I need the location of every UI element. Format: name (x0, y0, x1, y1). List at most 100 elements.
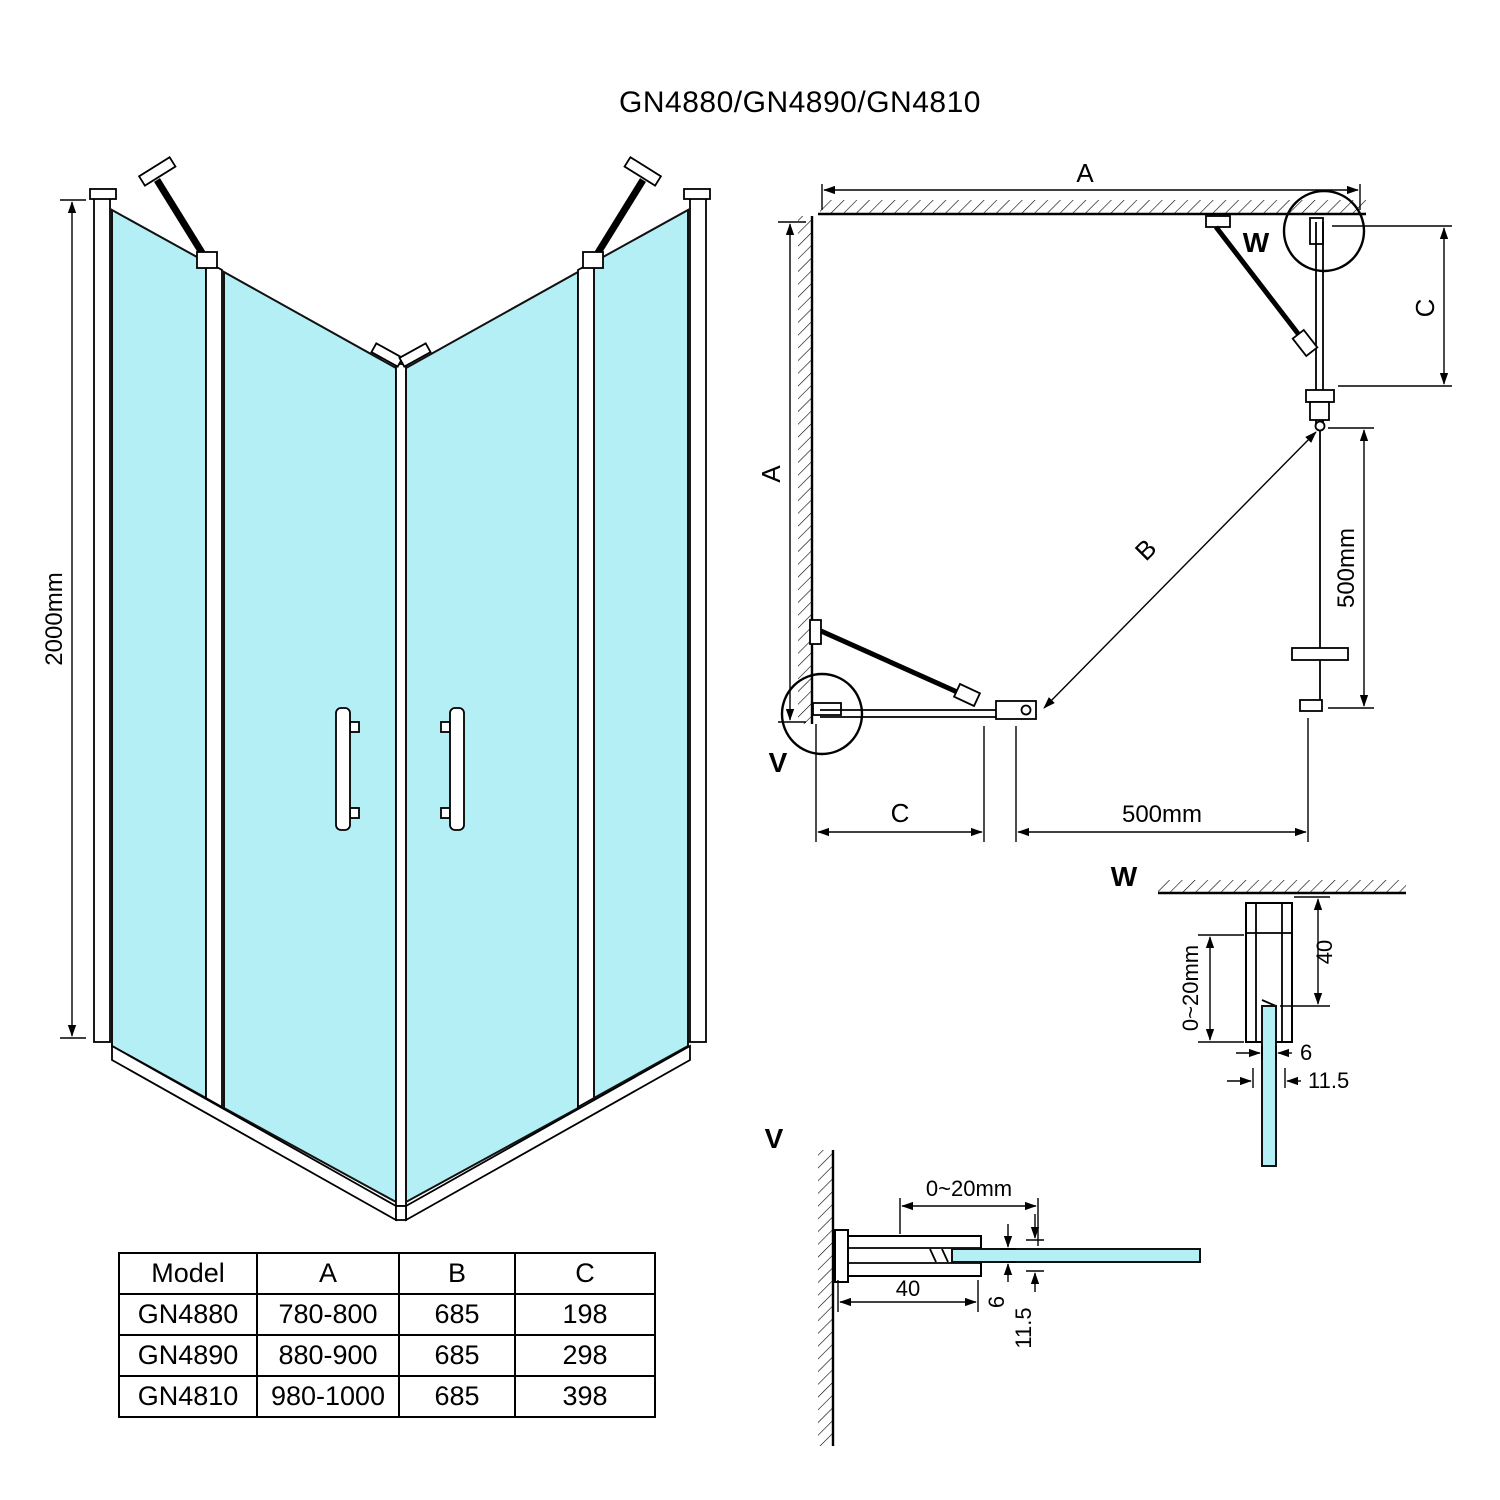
dim-height-2000: 2000mm (41, 199, 86, 1039)
right-door-handle (440, 707, 465, 831)
wall-bracket (812, 702, 842, 716)
dim-b-label: B (1129, 533, 1162, 566)
detail-w-title: W (1111, 861, 1138, 892)
detail-w-dim-adjust: 0~20mm (1178, 934, 1244, 1043)
dim-40-label: 40 (896, 1276, 920, 1301)
bar-wall-plate (1205, 215, 1231, 228)
plan-right-support-bar (1205, 215, 1319, 358)
table-cell-model: GN4890 (118, 1334, 258, 1377)
detail-w-wall-hatch (1158, 880, 1406, 893)
left-door-glass-panel (223, 270, 397, 1204)
screw-thread (929, 1248, 937, 1263)
dim-adjust-label: 0~20mm (926, 1176, 1012, 1201)
dim-11-5-label: 11.5 (1011, 1307, 1036, 1348)
bar (1214, 225, 1308, 346)
corner-profile (395, 363, 407, 1207)
top-wall-hatch (820, 200, 1366, 214)
detail-w-dim-40: 40 (1280, 896, 1337, 1007)
table-row: GN4890 880-900 685 298 (118, 1334, 656, 1377)
table-cell-a: 780-800 (256, 1293, 400, 1336)
bar-clamp (1291, 328, 1319, 358)
dim-adjust-label: 0~20mm (1178, 945, 1203, 1031)
right-wall-profile (689, 195, 707, 1043)
plan-right-bottom-bracket (1299, 699, 1323, 712)
detail-v-ref-label: V (769, 747, 788, 778)
right-support-brace (582, 155, 663, 269)
detail-w: W 0~20mm 40 (1111, 861, 1406, 1167)
page-title: GN4880/GN4890/GN4810 (619, 86, 981, 119)
right-hinge-profile (577, 259, 595, 1109)
right-fixed-glass-panel (593, 208, 689, 1100)
dim-a-left: A (756, 221, 806, 723)
brace-clamp (196, 251, 218, 269)
table-row: GN4880 780-800 685 198 (118, 1293, 656, 1336)
right-top-pivot-bracket (398, 342, 432, 368)
table-cell-b: 685 (398, 1334, 516, 1377)
dim-a-top: A (821, 158, 1361, 210)
table-cell-model: GN4810 (118, 1375, 258, 1418)
dim-c-bottom-label: C (891, 798, 910, 828)
table-cell-a: 980-1000 (256, 1375, 400, 1418)
detail-v-dim-11-5: 11.5 (1011, 1214, 1044, 1349)
table-cell-model: GN4880 (118, 1293, 258, 1336)
left-support-brace (137, 155, 218, 269)
left-wall-hatch (798, 216, 812, 724)
right-door-glass-panel (405, 270, 579, 1204)
brace-wall-plate (623, 155, 663, 187)
detail-w-dim-6: 6 (1236, 1040, 1312, 1065)
handle-stub (440, 807, 451, 819)
brace-wall-plate (137, 155, 177, 187)
dim-6-label: 6 (984, 1296, 1009, 1308)
left-fixed-glass-panel (111, 208, 207, 1100)
dim-11-5-label: 11.5 (1308, 1068, 1349, 1093)
pivot-axis (1314, 420, 1326, 432)
pivot-block (1309, 401, 1330, 421)
dimension-line (1043, 431, 1317, 709)
plan-view: A A C (756, 158, 1452, 842)
bar (819, 628, 977, 703)
detail-w-circle (1282, 189, 1366, 273)
detail-v-circle (780, 672, 864, 756)
dim-c-right: C (1332, 225, 1452, 387)
dim-40-label: 40 (1312, 940, 1337, 964)
dim-6-label: 6 (1300, 1040, 1312, 1065)
detail-w-ref-label: W (1243, 227, 1270, 258)
dim-a-left-label: A (756, 465, 786, 483)
model-table: Model A B C GN4880 780-800 685 198 GN489… (118, 1252, 656, 1418)
table-header-row: Model A B C (118, 1252, 656, 1295)
left-wall-profile-cap (89, 188, 117, 200)
plan-bottom-pivot (995, 700, 1037, 720)
screw-thread (941, 1248, 949, 1263)
table-cell-c: 298 (514, 1334, 656, 1377)
brace-bar (588, 178, 646, 266)
handle-stub (440, 721, 451, 733)
handle-stub (349, 721, 360, 733)
corner-bottom-sill (395, 1205, 407, 1221)
dim-500-bottom-label: 500mm (1122, 801, 1202, 828)
right-wall-profile-cap (683, 188, 711, 200)
table-header-c: C (514, 1252, 656, 1295)
table-cell-b: 685 (398, 1293, 516, 1336)
detail-v-dim-adjust: 0~20mm (899, 1176, 1039, 1246)
detail-v-dim-40: 40 (837, 1276, 979, 1312)
detail-v-wall-hatch (818, 1150, 833, 1446)
plan-right-pivot (1305, 389, 1335, 432)
dim-c-bottom: C (815, 724, 985, 842)
dim-500-bottom: 500mm (1015, 718, 1309, 842)
detail-v-title: V (765, 1123, 784, 1154)
left-wall-profile (93, 195, 111, 1043)
table-header-b: B (398, 1252, 516, 1295)
dim-c-right-label: C (1410, 299, 1440, 318)
detail-w-glass (1261, 1005, 1277, 1167)
table-row: GN4810 980-1000 685 398 (118, 1375, 656, 1418)
left-door-handle (335, 707, 360, 831)
pivot-block (1305, 389, 1335, 403)
plan-right-handle (1291, 647, 1349, 661)
profile-wall-plate (834, 1229, 849, 1283)
detail-w-dim-11-5: 11.5 (1227, 1068, 1349, 1093)
bar-clamp (952, 682, 982, 708)
dim-a-top-label: A (1076, 158, 1094, 188)
table-cell-c: 398 (514, 1375, 656, 1418)
dim-b-diagonal: B (1043, 431, 1317, 709)
